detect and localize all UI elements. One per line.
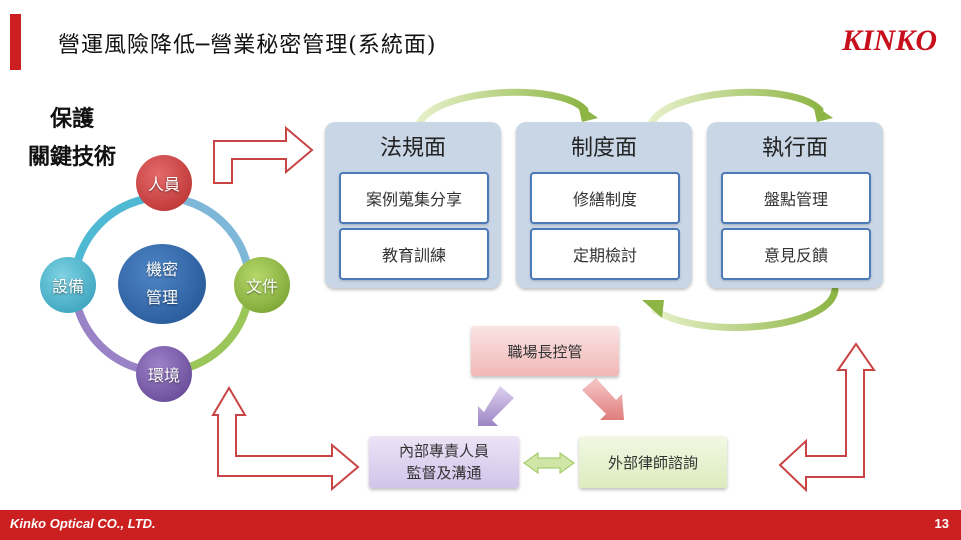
green-arrow-head: [813, 104, 833, 122]
panel-item: 教育訓練: [339, 228, 489, 280]
green-arrow: [648, 88, 824, 126]
arrow-to-external: [582, 378, 624, 420]
internal-staff-line-1: 內部專責人員: [398, 442, 489, 460]
arrow-left-bottom: [211, 386, 360, 492]
page-number: 13: [934, 516, 949, 531]
protect-label-line-1: 保護: [49, 106, 94, 132]
page-title: 營運風險降低─營業秘密管理(系統面): [58, 33, 437, 58]
cycle-node-documents: 文件: [234, 257, 290, 313]
cycle-center-line-1: 機密: [145, 260, 178, 279]
title-accent-bar: [10, 14, 21, 70]
panel-execution: 執行面 盤點管理 意見反饋: [707, 122, 883, 288]
panel-title: 制度面: [570, 136, 637, 161]
brand-logo: KINKO: [841, 24, 937, 57]
panel-item: 案例蒐集分享: [339, 172, 489, 224]
green-arrow-head: [642, 300, 664, 318]
arrow-to-internal: [478, 386, 514, 426]
cycle-node-personnel: 人員: [136, 155, 192, 211]
arrow-to-panels: [213, 125, 314, 184]
internal-staff-box: 內部專責人員 監督及溝通: [369, 436, 519, 488]
cycle-center-line-2: 管理: [145, 288, 178, 307]
cycle-center: 機密 管理: [118, 244, 206, 324]
green-arrow: [416, 88, 589, 126]
external-lawyer-box: 外部律師諮詢: [579, 436, 727, 488]
panel-item: 意見反饋: [721, 228, 871, 280]
panel-item: 修繕制度: [530, 172, 680, 224]
green-arrow: [651, 286, 839, 331]
footer-bar: [0, 510, 961, 540]
panel-system: 制度面 修繕制度 定期檢討: [516, 122, 692, 288]
panel-regulation: 法規面 案例蒐集分享 教育訓練: [325, 122, 501, 288]
double-arrow: [523, 452, 575, 474]
panel-title: 法規面: [379, 136, 446, 161]
footer-company: Kinko Optical CO., LTD.: [10, 516, 156, 531]
workplace-manager-box: 職場長控管: [471, 326, 619, 376]
arrow-right-bottom: [778, 342, 876, 493]
green-arrow-head: [578, 104, 598, 122]
internal-staff-line-2: 監督及溝通: [406, 464, 482, 482]
panel-item: 定期檢討: [530, 228, 680, 280]
panel-item: 盤點管理: [721, 172, 871, 224]
cycle-node-environment: 環境: [136, 346, 192, 402]
panel-title: 執行面: [761, 136, 828, 161]
protect-label-line-2: 關鍵技術: [27, 144, 116, 170]
protect-label: 保護 關鍵技術: [12, 100, 132, 176]
cycle-node-equipment: 設備: [40, 257, 96, 313]
